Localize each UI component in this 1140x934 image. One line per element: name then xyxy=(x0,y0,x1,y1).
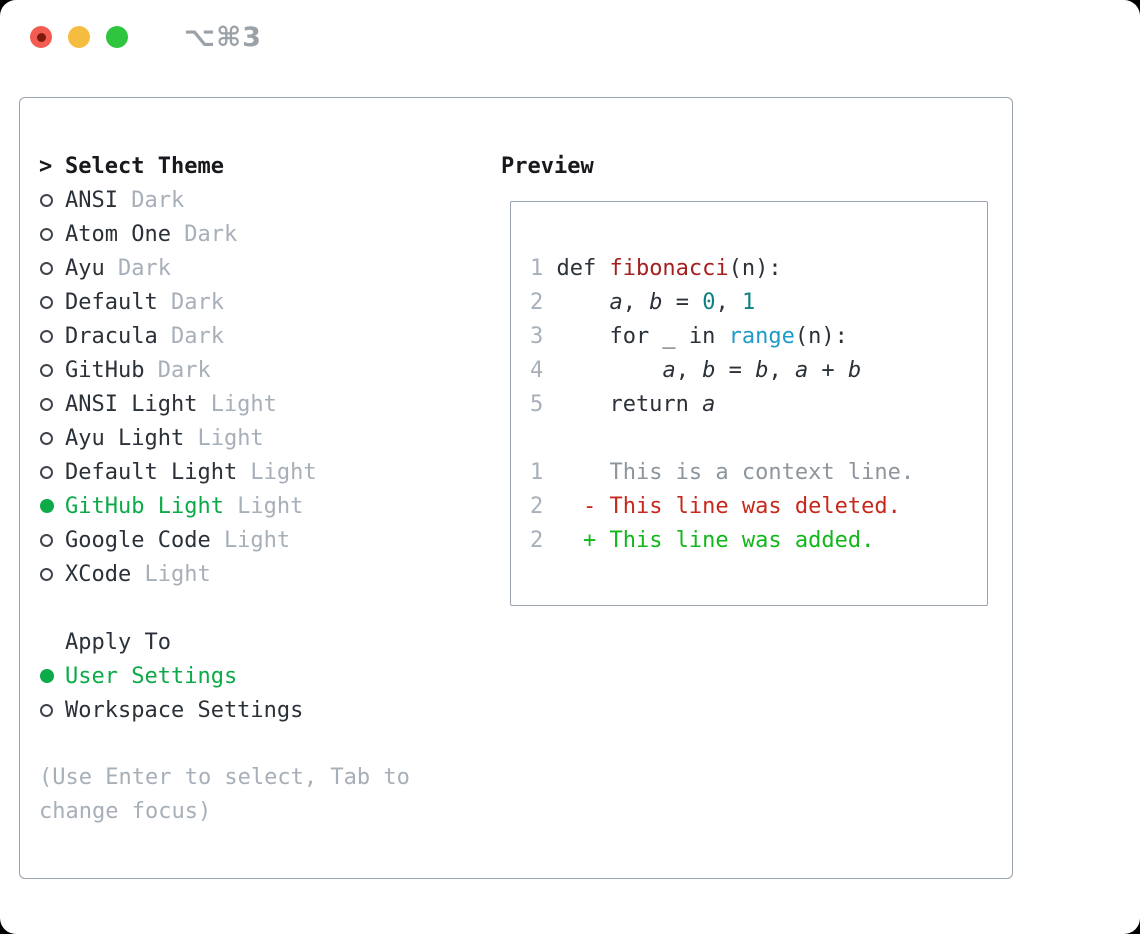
theme-variant-tag: Light xyxy=(210,391,277,417)
apply-option[interactable]: User Settings xyxy=(39,659,459,693)
line-number: 5 xyxy=(530,391,544,417)
radio-icon xyxy=(40,669,54,683)
line-number: 2 xyxy=(530,527,544,553)
preview-line: 2 + This line was added. xyxy=(530,527,875,553)
theme-option[interactable]: Dracula Dark xyxy=(39,319,459,353)
theme-variant-tag: Dark xyxy=(170,289,224,315)
theme-variant-tag: Dark xyxy=(117,255,171,281)
line-number: 1 xyxy=(530,255,544,281)
preview-line: 1 This is a context line. xyxy=(530,459,915,485)
theme-picker-panel: > Select Theme ANSI Dark Atom One Dark A… xyxy=(19,97,1013,879)
select-theme-header: > Select Theme xyxy=(39,149,459,183)
theme-name: XCode xyxy=(65,561,132,587)
minimize-button[interactable] xyxy=(68,26,90,48)
theme-name: Ayu Light xyxy=(65,425,185,451)
radio-icon xyxy=(40,227,53,241)
theme-variant-tag: Dark xyxy=(170,323,224,349)
preview-header: Preview xyxy=(501,149,594,183)
zoom-button[interactable] xyxy=(106,26,128,48)
radio-icon xyxy=(40,363,53,377)
preview-line: 3 for _ in range(n): xyxy=(530,323,848,349)
theme-name: Ayu xyxy=(65,255,105,281)
theme-variant-tag: Light xyxy=(250,459,317,485)
radio-icon xyxy=(40,329,53,343)
line-number: 1 xyxy=(530,459,544,485)
theme-option[interactable]: Ayu Dark xyxy=(39,251,459,285)
radio-icon xyxy=(40,295,53,309)
line-number: 3 xyxy=(530,323,544,349)
theme-option[interactable]: Google Code Light xyxy=(39,523,459,557)
keyboard-hint: (Use Enter to select, Tab to change focu… xyxy=(39,765,410,824)
radio-icon xyxy=(40,193,53,207)
theme-variant-tag: Light xyxy=(223,527,291,553)
theme-name: Google Code xyxy=(65,527,211,553)
theme-name: Default xyxy=(65,289,158,315)
preview-line: 4 a, b = b, a + b xyxy=(530,357,862,383)
theme-variant-tag: Light xyxy=(237,493,304,519)
radio-icon xyxy=(40,465,53,479)
select-theme-title: Select Theme xyxy=(65,153,224,179)
titlebar: ⌥⌘3 xyxy=(30,22,262,53)
theme-name: Dracula xyxy=(65,323,158,349)
preview-line: 2 a, b = 0, 1 xyxy=(530,289,756,315)
theme-option[interactable]: Ayu Light Light xyxy=(39,421,459,455)
preview-line: 5 return a xyxy=(530,391,716,417)
line-number: 2 xyxy=(530,289,544,315)
spacer xyxy=(39,591,459,625)
apply-to-title: Apply To xyxy=(65,629,171,655)
line-number: 2 xyxy=(530,493,544,519)
radio-icon xyxy=(40,499,54,513)
window-shortcut-label: ⌥⌘3 xyxy=(184,21,262,53)
line-number: 4 xyxy=(530,357,544,383)
modified-dot-icon xyxy=(36,32,46,42)
radio-icon xyxy=(40,703,53,717)
theme-list: ANSI Dark Atom One Dark Ayu Dark Default… xyxy=(39,183,459,591)
theme-name: ANSI xyxy=(65,187,118,213)
radio-icon xyxy=(40,431,53,445)
theme-variant-tag: Dark xyxy=(131,187,185,213)
apply-option-name: Workspace Settings xyxy=(65,697,304,723)
radio-icon xyxy=(40,533,53,547)
apply-to-header: Apply To xyxy=(39,625,459,659)
theme-option[interactable]: Atom One Dark xyxy=(39,217,459,251)
theme-option[interactable]: Default Light Light xyxy=(39,455,459,489)
theme-option[interactable]: XCode Light xyxy=(39,557,459,591)
theme-name: ANSI Light xyxy=(65,391,198,417)
theme-option[interactable]: ANSI Light Light xyxy=(39,387,459,421)
theme-option[interactable]: GitHub Light Light xyxy=(39,489,459,523)
theme-option[interactable]: GitHub Dark xyxy=(39,353,459,387)
theme-option[interactable]: ANSI Dark xyxy=(39,183,459,217)
theme-name: GitHub xyxy=(65,357,145,383)
preview-title: Preview xyxy=(501,153,594,179)
radio-icon xyxy=(40,261,53,275)
theme-name: Default Light xyxy=(65,459,238,485)
theme-variant-tag: Light xyxy=(144,561,211,587)
theme-option[interactable]: Default Dark xyxy=(39,285,459,319)
radio-icon xyxy=(40,397,53,411)
preview-line: 2 - This line was deleted. xyxy=(530,493,901,519)
theme-variant-tag: Light xyxy=(197,425,264,451)
prompt-caret-icon: > xyxy=(39,153,53,179)
radio-icon xyxy=(40,567,53,581)
theme-variant-tag: Dark xyxy=(184,221,238,247)
apply-option[interactable]: Workspace Settings xyxy=(39,693,459,727)
apply-to-list: User Settings Workspace Settings xyxy=(39,659,459,727)
theme-name: GitHub Light xyxy=(65,493,224,519)
spacer xyxy=(39,727,459,761)
theme-variant-tag: Dark xyxy=(157,357,211,383)
close-button[interactable] xyxy=(30,26,52,48)
left-column: > Select Theme ANSI Dark Atom One Dark A… xyxy=(39,149,459,829)
preview-line xyxy=(530,421,987,455)
theme-name: Atom One xyxy=(65,221,171,247)
apply-option-name: User Settings xyxy=(65,663,238,689)
